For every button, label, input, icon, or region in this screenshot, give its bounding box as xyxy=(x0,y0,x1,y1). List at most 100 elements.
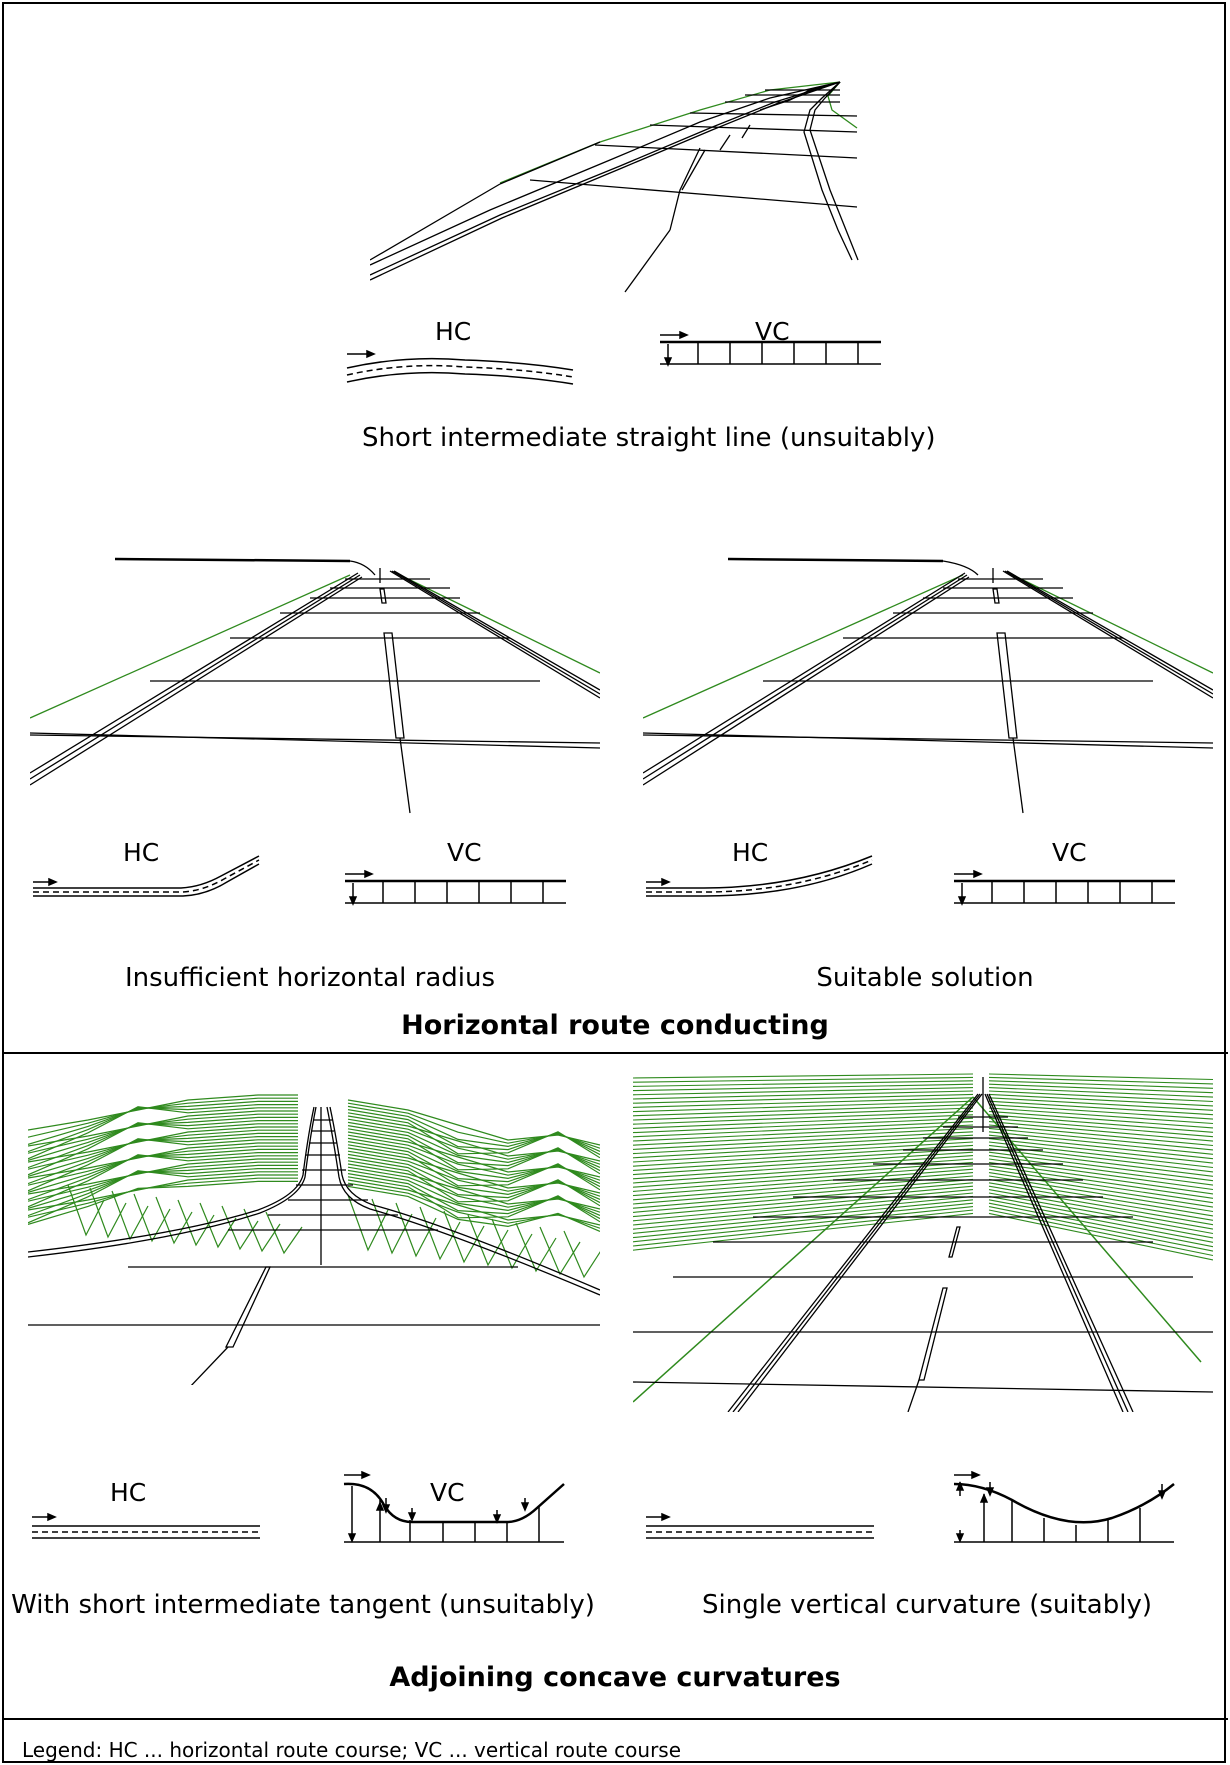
terrain-line xyxy=(988,1110,1213,1129)
hc-icon-single-curvature xyxy=(646,1512,874,1539)
terrain-line xyxy=(28,1158,298,1195)
legend-divider xyxy=(2,1718,1228,1720)
perspective-view-insufficient-radius xyxy=(30,557,600,814)
caption-short-straight: Short intermediate straight line (unsuit… xyxy=(362,423,936,453)
terrain-line xyxy=(28,1132,298,1177)
terrain-line xyxy=(177,1199,215,1247)
terrain-line xyxy=(988,1189,1213,1230)
terrain-line xyxy=(28,1119,298,1169)
terrain-line xyxy=(988,1202,1213,1248)
terrain-line xyxy=(633,1114,974,1129)
caption-suitable-solution: Suitable solution xyxy=(816,963,1034,993)
caption-short-tangent: With short intermediate tangent (unsuita… xyxy=(11,1590,595,1620)
terrain-line xyxy=(67,1184,105,1237)
terrain-line xyxy=(89,1187,127,1239)
terrain-line xyxy=(28,1180,298,1225)
perspective-view-short-straight xyxy=(370,81,859,293)
hc-label: HC xyxy=(732,838,769,867)
terrain-line xyxy=(347,1185,600,1232)
terrain-line xyxy=(633,1138,974,1159)
terrain-line xyxy=(443,1210,485,1264)
caption-insufficient-radius: Insufficient horizontal radius xyxy=(124,963,496,993)
terrain-line xyxy=(28,1113,298,1154)
section-title-concave: Adjoining concave curvatures xyxy=(389,1662,841,1693)
terrain-line xyxy=(28,1161,298,1202)
terrain-line xyxy=(988,1131,1213,1155)
terrain-line xyxy=(988,1168,1213,1204)
terrain-line xyxy=(221,1205,259,1251)
terrain-line xyxy=(633,1100,974,1113)
vc-label: VC xyxy=(430,1478,465,1507)
terrain-line xyxy=(988,1151,1213,1182)
terrain-line xyxy=(988,1172,1213,1208)
terrain-line xyxy=(199,1202,237,1249)
terrain-line xyxy=(988,1141,1213,1169)
terrain-line xyxy=(988,1161,1213,1195)
terrain-line xyxy=(28,1126,298,1163)
terrain-line xyxy=(371,1198,413,1255)
vc-label: VC xyxy=(1052,838,1087,867)
terrain-line xyxy=(467,1214,509,1267)
terrain-line xyxy=(633,1134,974,1155)
terrain-line xyxy=(28,1174,298,1211)
terrain-line xyxy=(633,1175,974,1205)
section-title-horizontal: Horizontal route conducting xyxy=(401,1010,829,1041)
terrain-line xyxy=(491,1218,533,1270)
perspective-view-short-tangent xyxy=(28,1094,600,1385)
caption-single-curvature: Single vertical curvature (suitably) xyxy=(701,1590,1152,1620)
vc-label: VC xyxy=(447,838,482,867)
terrain-line xyxy=(28,1110,298,1147)
terrain-line xyxy=(633,1151,974,1176)
terrain-line xyxy=(633,1158,974,1184)
hc-label: HC xyxy=(435,317,472,346)
terrain-line xyxy=(633,1127,974,1146)
vc-icon-single-curvature xyxy=(953,1470,1175,1543)
terrain-line xyxy=(28,1097,298,1138)
terrain-line xyxy=(633,1195,974,1230)
terrain-line xyxy=(563,1230,600,1279)
terrain-line xyxy=(988,1121,1213,1142)
terrain-line xyxy=(243,1208,281,1253)
terrain-line xyxy=(28,1094,298,1131)
terrain-line xyxy=(633,1212,974,1251)
vc-icon-short-tangent xyxy=(343,1470,565,1543)
terrain-line xyxy=(28,1177,298,1218)
terrain-line xyxy=(633,1202,974,1239)
terrain-line xyxy=(633,1097,974,1108)
terrain-line xyxy=(28,1135,298,1185)
terrain-line xyxy=(988,1076,1213,1085)
terrain-line xyxy=(988,1097,1213,1111)
terrain-line xyxy=(28,1151,298,1201)
section-divider xyxy=(2,1052,1228,1054)
hc-icon-insufficient-radius xyxy=(33,855,260,897)
terrain-line xyxy=(133,1193,171,1243)
terrain-line xyxy=(633,1110,974,1125)
terrain-line xyxy=(988,1199,1213,1243)
terrain-line xyxy=(633,1168,974,1197)
terrain-line xyxy=(347,1179,600,1226)
terrain-line xyxy=(633,1155,974,1180)
terrain-line xyxy=(633,1206,974,1243)
terrain-line xyxy=(633,1165,974,1192)
terrain-line xyxy=(633,1189,974,1222)
terrain-line xyxy=(28,1142,298,1179)
terrain-line xyxy=(155,1196,193,1245)
terrain-line xyxy=(633,1104,974,1117)
terrain-line xyxy=(633,1093,974,1104)
terrain-line xyxy=(28,1129,298,1170)
terrain-line xyxy=(988,1148,1213,1177)
terrain-line xyxy=(988,1100,1213,1116)
terrain-line xyxy=(633,1087,974,1096)
terrain-line xyxy=(988,1093,1213,1107)
terrain-line xyxy=(28,1145,298,1186)
terrain-line xyxy=(28,1164,298,1209)
terrain-line xyxy=(633,1107,974,1121)
terrain-line xyxy=(988,1124,1213,1147)
terrain-line xyxy=(988,1192,1213,1235)
terrain-line xyxy=(633,1148,974,1171)
terrain-line xyxy=(633,1121,974,1138)
terrain-line xyxy=(988,1117,1213,1138)
terrain-line xyxy=(988,1127,1213,1151)
terrain-line xyxy=(633,1083,974,1092)
